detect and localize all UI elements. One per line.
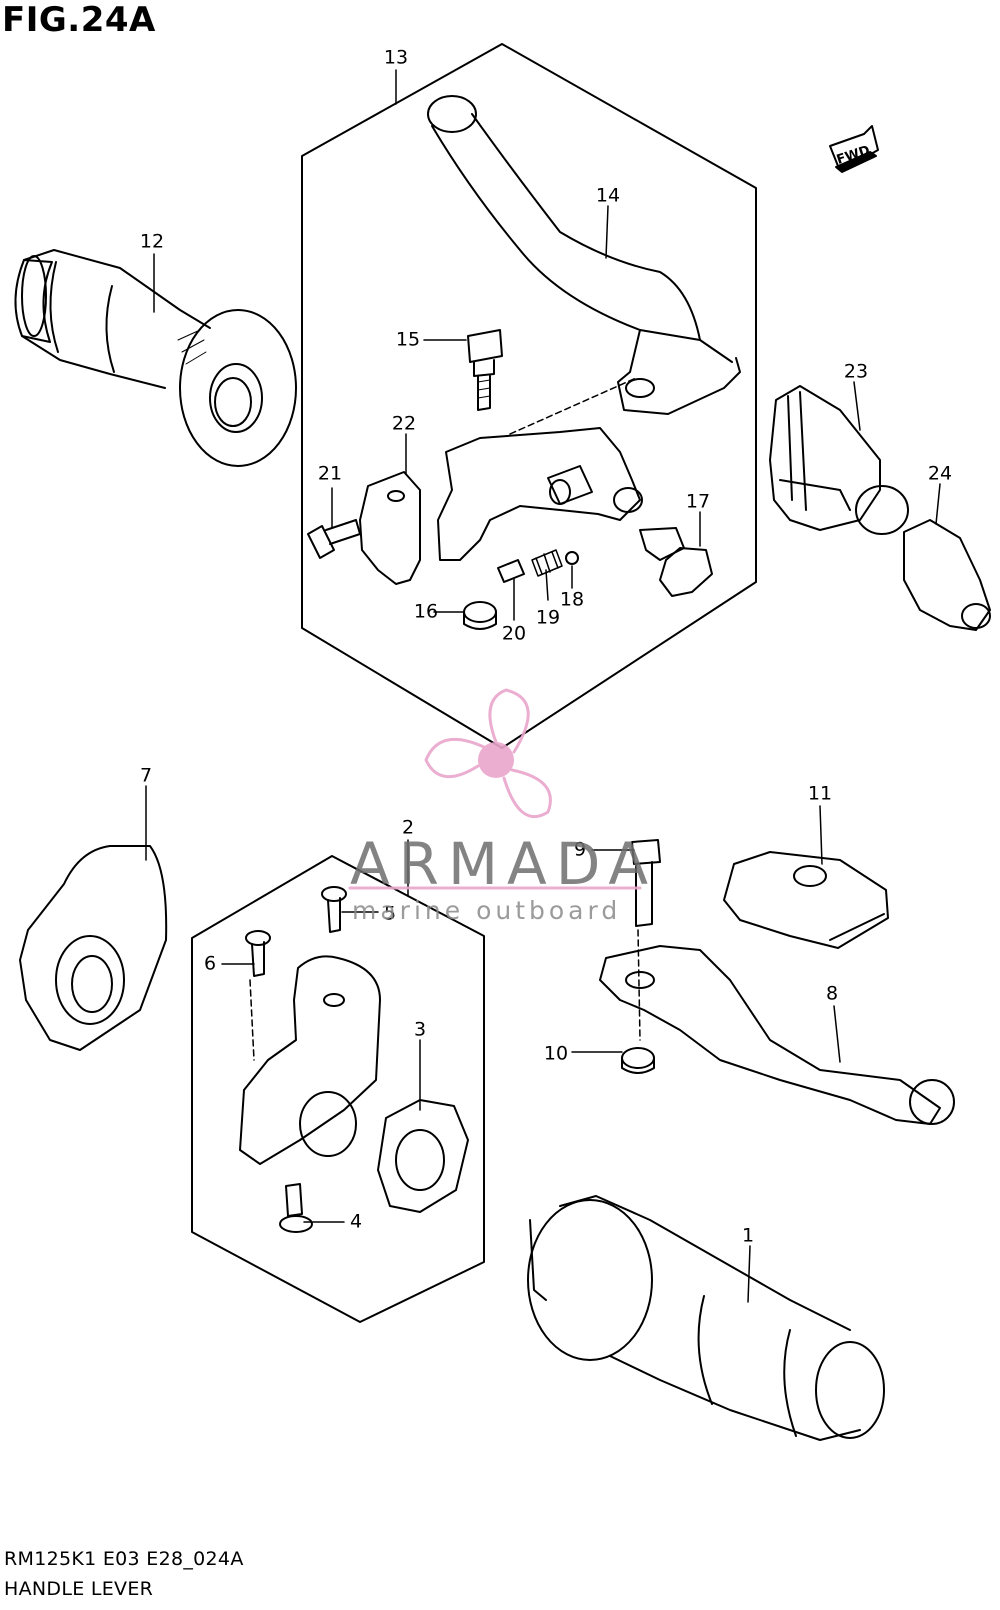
- switch-housing: [19, 845, 168, 1051]
- callout-13: 13: [383, 46, 409, 69]
- callout-4: 4: [349, 1210, 363, 1233]
- master-cylinder-holder: [239, 955, 381, 1165]
- model-code: RM125K1 E03 E28_024A: [4, 1548, 244, 1570]
- fwd-arrow-icon: FWD: [829, 125, 879, 173]
- screw-5: [321, 886, 347, 933]
- figure-title: FIG.24A: [2, 0, 156, 40]
- bolt-4: [279, 1183, 313, 1233]
- lever-dust-cover: [769, 385, 881, 531]
- callout-2: 2: [401, 816, 415, 839]
- watermark-tagline: marine outboard: [352, 896, 622, 925]
- callout-16: 16: [413, 600, 439, 623]
- callout-19: 19: [535, 606, 561, 629]
- callout-5: 5: [383, 902, 397, 925]
- callout-14: 14: [595, 184, 621, 207]
- cable-adjuster-17: [639, 527, 713, 597]
- assembly-box-13: [301, 43, 757, 749]
- callout-17: 17: [685, 490, 711, 513]
- spring-19: [531, 549, 563, 577]
- nut-16: [463, 601, 497, 623]
- callout-22: 22: [391, 412, 417, 435]
- cable-adjuster-24: [855, 485, 991, 631]
- ball-18: [565, 551, 579, 565]
- callout-23: 23: [843, 360, 869, 383]
- right-grip: [527, 1195, 885, 1441]
- callout-9: 9: [573, 838, 587, 861]
- callout-1: 1: [741, 1224, 755, 1247]
- assembly-box-2: [191, 855, 485, 1323]
- lever-cover-11: [723, 851, 889, 949]
- spring-20: [497, 559, 525, 583]
- callout-3: 3: [413, 1018, 427, 1041]
- callout-18: 18: [559, 588, 585, 611]
- front-lever: [599, 945, 955, 1125]
- callout-7: 7: [139, 764, 153, 787]
- pivot-bolt-9: [631, 839, 661, 927]
- callout-24: 24: [927, 462, 953, 485]
- clamp-3: [377, 1099, 469, 1213]
- callout-15: 15: [395, 328, 421, 351]
- callout-6: 6: [203, 952, 217, 975]
- clutch-lever: [427, 95, 741, 415]
- callout-8: 8: [825, 982, 839, 1005]
- screw-21: [307, 519, 361, 559]
- section-name: HANDLE LEVER: [4, 1578, 154, 1600]
- callout-12: 12: [139, 230, 165, 253]
- callout-10: 10: [543, 1042, 569, 1065]
- left-grip: [14, 249, 297, 467]
- nut-10: [621, 1047, 655, 1069]
- clutch-lever-holder: [359, 427, 643, 585]
- pivot-bolt: [467, 329, 503, 411]
- callout-21: 21: [317, 462, 343, 485]
- callout-11: 11: [807, 782, 833, 805]
- watermark-brand: ARMADA: [350, 830, 658, 898]
- leader-lines: [145, 69, 941, 1303]
- callout-20: 20: [501, 622, 527, 645]
- armada-logo-icon: [424, 688, 552, 819]
- screw-6: [245, 930, 271, 977]
